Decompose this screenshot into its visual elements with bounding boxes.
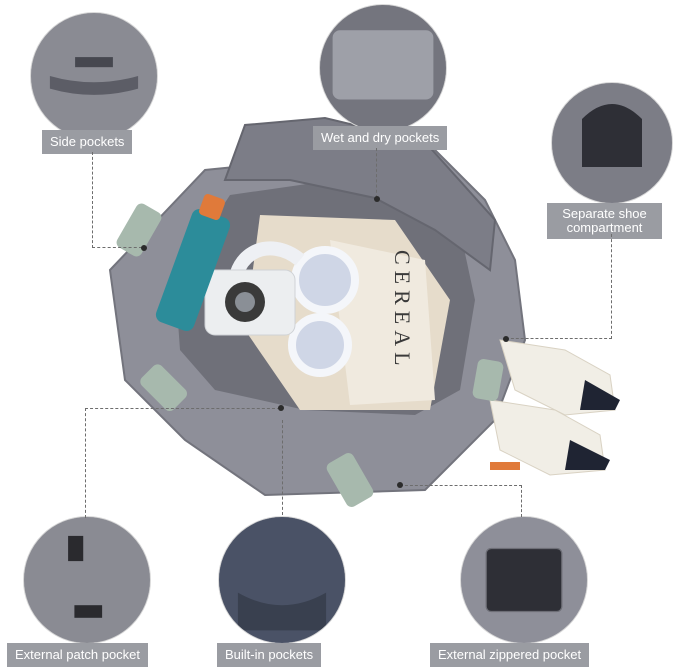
duffel-bag-main-image: CEREAL [108, 116, 620, 507]
water-bottle [155, 209, 231, 331]
label-external-zippered-pocket: External zippered pocket [430, 643, 590, 667]
label-wet-dry-pockets: Wet and dry pockets [313, 126, 448, 150]
label-separate-shoe-compartment: Separate shoe compartment [547, 203, 662, 239]
leader-zippered [400, 485, 522, 517]
leader-dot-patch [278, 405, 284, 411]
magazine-title: CEREAL [390, 250, 415, 372]
detail-circle-builtin-pockets [218, 516, 346, 644]
headphone-left-cup [291, 246, 359, 314]
leader-shoe [506, 234, 612, 339]
leader-dot-wet-dry [374, 196, 380, 202]
leader-dot-shoe [503, 336, 509, 342]
leader-builtin [282, 420, 283, 515]
headphone-right-cup [288, 313, 352, 377]
label-builtin-pockets: Built-in pockets [217, 643, 322, 667]
leader-patch [85, 408, 280, 518]
leader-wet-dry [376, 148, 377, 198]
label-external-patch-pocket: External patch pocket [7, 643, 149, 667]
detail-circle-wet-dry-pockets [319, 4, 447, 132]
leader-dot-side-pockets [141, 245, 147, 251]
detail-circle-external-patch-pocket [23, 516, 151, 644]
detail-circle-shoe-compartment [551, 82, 673, 204]
strap-handle-bottom [326, 453, 374, 507]
leader-dot-zippered [397, 482, 403, 488]
label-side-pockets: Side pockets [42, 130, 133, 154]
detail-circle-side-pockets [30, 12, 158, 140]
detail-circle-external-zippered-pocket [460, 516, 588, 644]
strap-handle-top [116, 203, 162, 257]
leader-side-pockets [92, 152, 142, 248]
